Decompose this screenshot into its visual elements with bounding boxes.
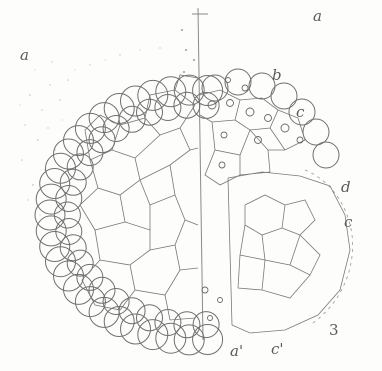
figure-number: 3 [329,323,339,338]
outer-cell [303,119,329,145]
label-b: b [272,68,282,83]
outer-cell [202,75,228,101]
outer-cell [121,86,151,116]
outer-cell [75,287,105,317]
outer-cells [35,69,339,355]
outer-cell [103,289,129,315]
axis-ticks [181,29,198,81]
label-a-top: a [313,9,322,24]
cut-face [228,172,350,333]
outer-cell [156,77,186,107]
outer-cell [75,113,105,143]
label-c-upper: c [296,105,304,120]
outer-cell [137,305,163,331]
label-c-prime: c' [271,342,284,357]
outer-cell [137,99,163,125]
outer-cell [121,314,151,344]
outer-cell [60,169,86,195]
outer-cell [271,83,297,109]
outer-cell [313,142,339,168]
label-a-left: a [20,48,29,63]
label-a-prime: a' [230,344,243,359]
outer-cell [60,235,86,261]
label-d: d [341,180,351,195]
outer-cell [40,232,70,262]
label-c-right: c [344,215,352,230]
outer-cell [119,298,145,324]
